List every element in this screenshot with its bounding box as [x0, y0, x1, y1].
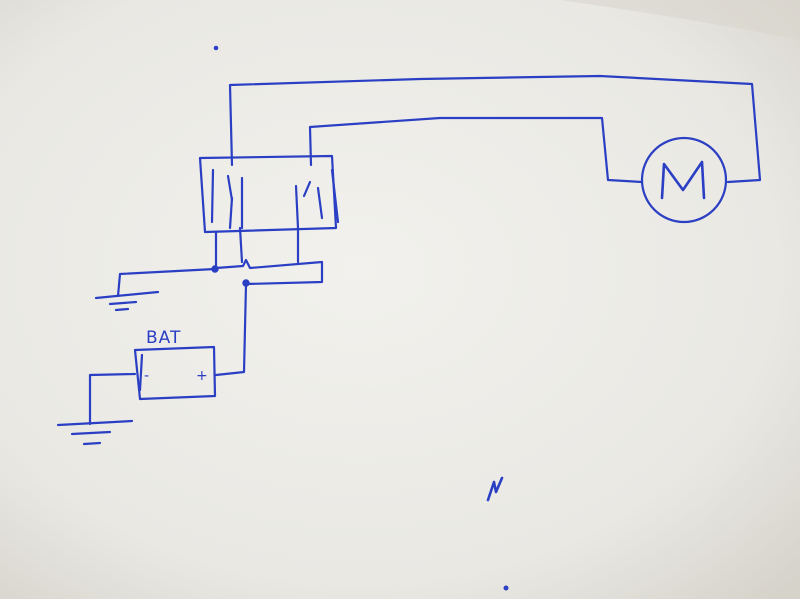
paper-shadow [560, 0, 800, 40]
circuit-ink [56, 45, 762, 591]
battery-minus-wire [88, 372, 137, 426]
ground-symbol [94, 290, 160, 312]
switch-cross-wiring [214, 230, 324, 286]
battery-label: BAT [146, 328, 181, 348]
battery-minus-label: - [144, 368, 149, 384]
ground-symbol [56, 419, 134, 446]
battery-plus-label: + [196, 368, 208, 384]
ink-dot [503, 585, 509, 591]
ink-dot [213, 45, 219, 51]
switch-pole-right [294, 180, 312, 230]
page-mark [486, 476, 504, 502]
switch-left-bracket [210, 168, 234, 224]
battery-inner-line [138, 353, 144, 392]
ground-wire-upper [116, 267, 217, 298]
switch-mid-drops [238, 226, 300, 264]
top-wire-inner [308, 116, 644, 184]
switch-right-bracket [316, 168, 340, 224]
switch-housing [198, 154, 338, 234]
motor-letter-m [660, 160, 706, 200]
top-wire-outer [228, 74, 762, 184]
battery-symbol [133, 345, 217, 401]
switch-pole-left [228, 176, 244, 230]
battery-plus-wire [214, 282, 248, 377]
motor-symbol [640, 136, 728, 224]
